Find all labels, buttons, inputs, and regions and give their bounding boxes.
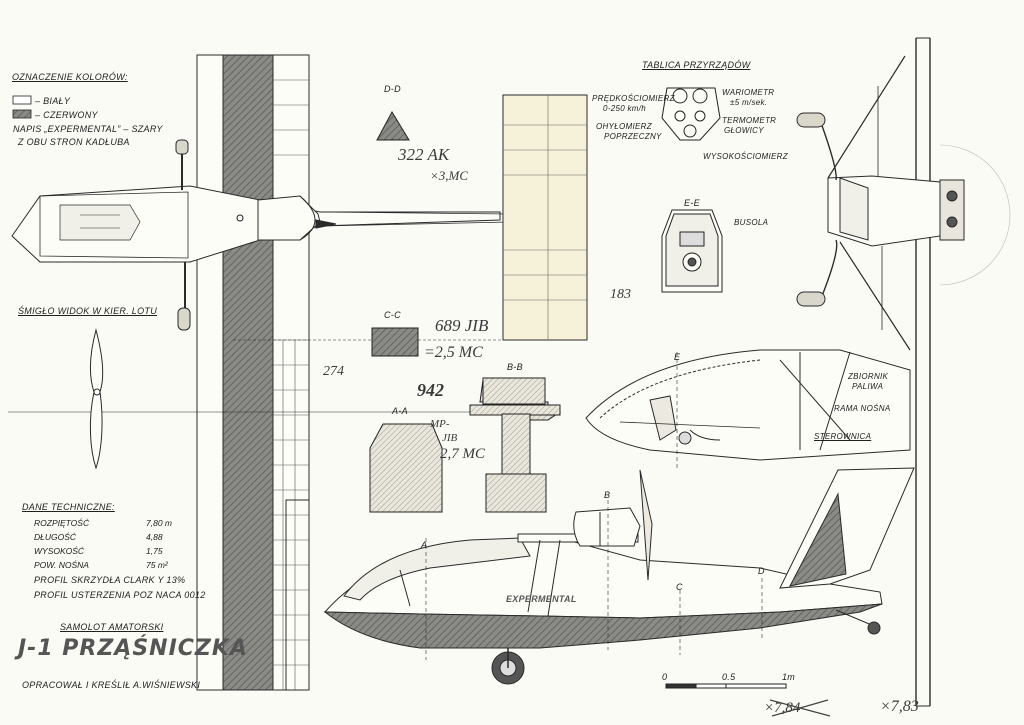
label-frame: RAMA NOŚNA xyxy=(834,404,891,413)
corner-scribble xyxy=(769,699,831,717)
label-altimeter: WYSOKOŚCIOMIERZ xyxy=(703,152,788,161)
section-dd-label: D-D xyxy=(384,84,401,94)
front-view xyxy=(796,37,1011,707)
tech-profile-2: PROFIL USTERZENIA POZ NACA 0012 xyxy=(34,590,206,600)
handwritten-note: 322 AK xyxy=(398,145,450,164)
section-ee-label: E-E xyxy=(684,198,700,208)
label-temp-2: GŁOWICY xyxy=(724,126,764,135)
handwritten-note: MP- xyxy=(430,418,450,430)
cockpit-cutaway xyxy=(585,349,911,470)
tech-heading: DANE TECHNICZNE: xyxy=(22,502,115,512)
top-view xyxy=(8,54,588,691)
scale-tick-0: 0 xyxy=(662,672,668,682)
section-bb-label: B-B xyxy=(507,362,523,372)
label-temp-1: TERMOMETR xyxy=(722,116,777,125)
handwritten-note: 689 JIB xyxy=(435,316,489,335)
section-bb-shape xyxy=(469,377,561,513)
legend-heading: OZNACZENIE KOLORÓW: xyxy=(12,72,128,82)
instruments-heading: TABLICA PRZYRZĄDÓW xyxy=(642,60,751,70)
handwritten-note: ×3,MC xyxy=(430,168,469,183)
fuselage-lettering: EXPERMENTAL xyxy=(506,594,577,604)
section-cc-label: C-C xyxy=(384,310,401,320)
label-vario-2: ±5 m/sek. xyxy=(730,98,768,107)
section-letter-c: C xyxy=(676,582,683,592)
propeller-drawing xyxy=(89,328,104,470)
aircraft-name: J-1 PRZĄŚNICZKA xyxy=(18,636,248,661)
label-speed-1: PRĘDKOŚCIOMIERZ xyxy=(592,94,675,103)
section-dd-shape xyxy=(376,110,410,141)
tech-profile-1: PROFIL SKRZYDŁA CLARK Y 13% xyxy=(34,575,186,585)
instrument-panel xyxy=(661,87,721,141)
legend-note-1: NAPIS „EXPERMENTAL” – SZARY xyxy=(13,124,163,134)
label-vario-1: WARIOMETR xyxy=(722,88,775,97)
section-letter-a: A xyxy=(421,540,428,550)
section-cc-shape xyxy=(371,327,419,357)
handwritten-note: ×7,83 xyxy=(880,698,919,715)
label-fuel-tank-2: PALIWA xyxy=(852,382,884,391)
scale-tick-2: 1m xyxy=(782,672,796,682)
legend-red-label: – CZERWONY xyxy=(35,110,98,120)
handwritten-note: 2,7 MC xyxy=(440,446,485,462)
label-controls: STEROWNICA xyxy=(814,432,872,441)
title-subtitle: SAMOLOT AMATORSKI xyxy=(60,622,164,632)
handwritten-note: =2,5 MC xyxy=(424,344,483,361)
section-letter-e: E xyxy=(674,352,681,362)
section-letter-b: B xyxy=(604,490,611,500)
legend-swatch-red xyxy=(12,109,32,119)
author-credit: OPRACOWAŁ I KREŚLIŁ A.WIŚNIEWSKI xyxy=(22,680,201,690)
label-compass: BUSOLA xyxy=(734,218,769,227)
cockpit-front-view xyxy=(661,209,723,293)
propeller-label: ŚMIGŁO WIDOK W KIER. LOTU xyxy=(18,306,158,316)
label-turn-2: POPRZECZNY xyxy=(604,132,662,141)
section-aa-label: A-A xyxy=(392,406,408,416)
handwritten-note: ×7,84 xyxy=(764,700,801,716)
section-letter-d: D xyxy=(758,566,765,576)
label-turn-1: OHYŁOMIERZ xyxy=(596,122,652,131)
section-aa-shape xyxy=(369,423,443,513)
handwritten-note: 183 xyxy=(610,287,631,302)
scale-tick-1: 0.5 xyxy=(722,672,736,682)
legend-note-2: Z OBU STRON KADŁUBA xyxy=(18,137,130,147)
side-view xyxy=(323,467,915,685)
label-fuel-tank-1: ZBIORNIK xyxy=(848,372,889,381)
legend-swatch-white xyxy=(12,95,32,105)
handwritten-note: 274 xyxy=(323,364,344,379)
legend-white-label: – BIAŁY xyxy=(35,96,71,106)
label-speed-2: 0-250 km/h xyxy=(603,104,647,113)
scale-bar xyxy=(665,683,787,689)
handwritten-note: 942 xyxy=(417,380,444,400)
handwritten-note: JIB xyxy=(442,432,458,444)
